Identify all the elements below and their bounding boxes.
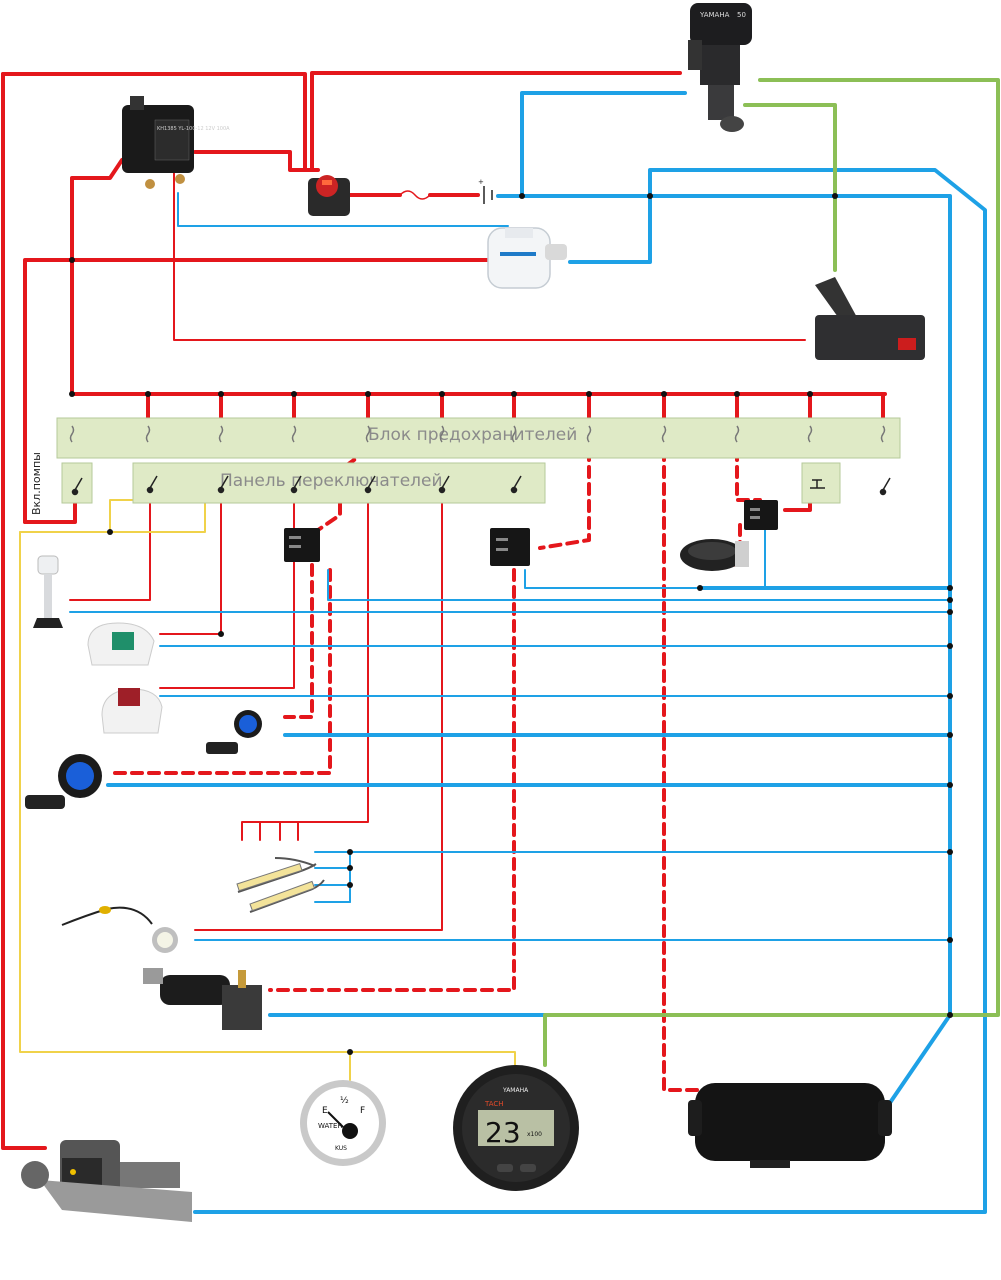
negative-wires	[69, 91, 987, 1214]
switch-symbols	[71, 475, 891, 496]
horn	[680, 539, 749, 571]
signal-wires	[543, 78, 1000, 1067]
positive-wires	[1, 71, 887, 1150]
fuse-block-label: Блок предохранителей	[368, 425, 577, 445]
main-relay: KH1385 YL-100-12 12V 100A	[122, 96, 230, 189]
red-nav-light	[101, 688, 163, 734]
motor-brand: YAMAHA	[699, 11, 730, 19]
pump-switch-label: Вкл.помпы	[30, 452, 43, 515]
outboard-motor: YAMAHA 50	[688, 3, 752, 132]
relay-1	[284, 528, 320, 562]
switch-panel-label: Панель переключателей	[220, 471, 443, 491]
tach-label: TACH	[484, 1100, 504, 1108]
water-gauge: E ½ F WATER KUS	[300, 1080, 386, 1166]
switch-panel: Панель переключателей Вкл.помпы	[30, 452, 891, 515]
fuse-symbols	[69, 425, 886, 443]
inline-fuse	[399, 190, 431, 200]
relay-text: KH1385 YL-100-12 12V 100A	[157, 126, 230, 132]
throttle-control	[815, 277, 925, 360]
battery-symbol: +	[478, 178, 493, 204]
green-nav-light	[87, 622, 155, 666]
switched-wires	[106, 448, 762, 1092]
anchor-light	[33, 555, 63, 628]
gauge-label: WATER	[318, 1122, 342, 1130]
battery-switch	[308, 175, 350, 216]
relay-3	[744, 500, 778, 530]
fuse-block: Блок предохранителей	[56, 417, 901, 459]
tach-value: 23	[485, 1116, 521, 1149]
anchor-winch	[21, 1140, 192, 1222]
relay-2	[490, 528, 530, 566]
usb-socket-1	[206, 710, 262, 754]
led-strips	[236, 857, 325, 913]
gauge-brand: KUS	[335, 1145, 347, 1152]
courtesy-light	[61, 906, 178, 953]
junction-dots	[69, 193, 953, 1055]
motor-hp: 50	[737, 11, 746, 19]
gauge-half: ½	[340, 1096, 349, 1106]
svg-text:+: +	[478, 178, 484, 186]
usb-socket-2	[25, 754, 102, 809]
gauge-f: F	[360, 1106, 365, 1116]
diesel-heater	[688, 1083, 892, 1168]
tach-brand: YAMAHA	[502, 1087, 529, 1094]
bilge-pump	[487, 227, 567, 289]
tachometer: YAMAHA TACH 23 x100	[453, 1065, 579, 1191]
tach-unit: x100	[527, 1131, 542, 1138]
gauge-e: E	[322, 1106, 328, 1116]
wiper-motor	[143, 968, 262, 1030]
